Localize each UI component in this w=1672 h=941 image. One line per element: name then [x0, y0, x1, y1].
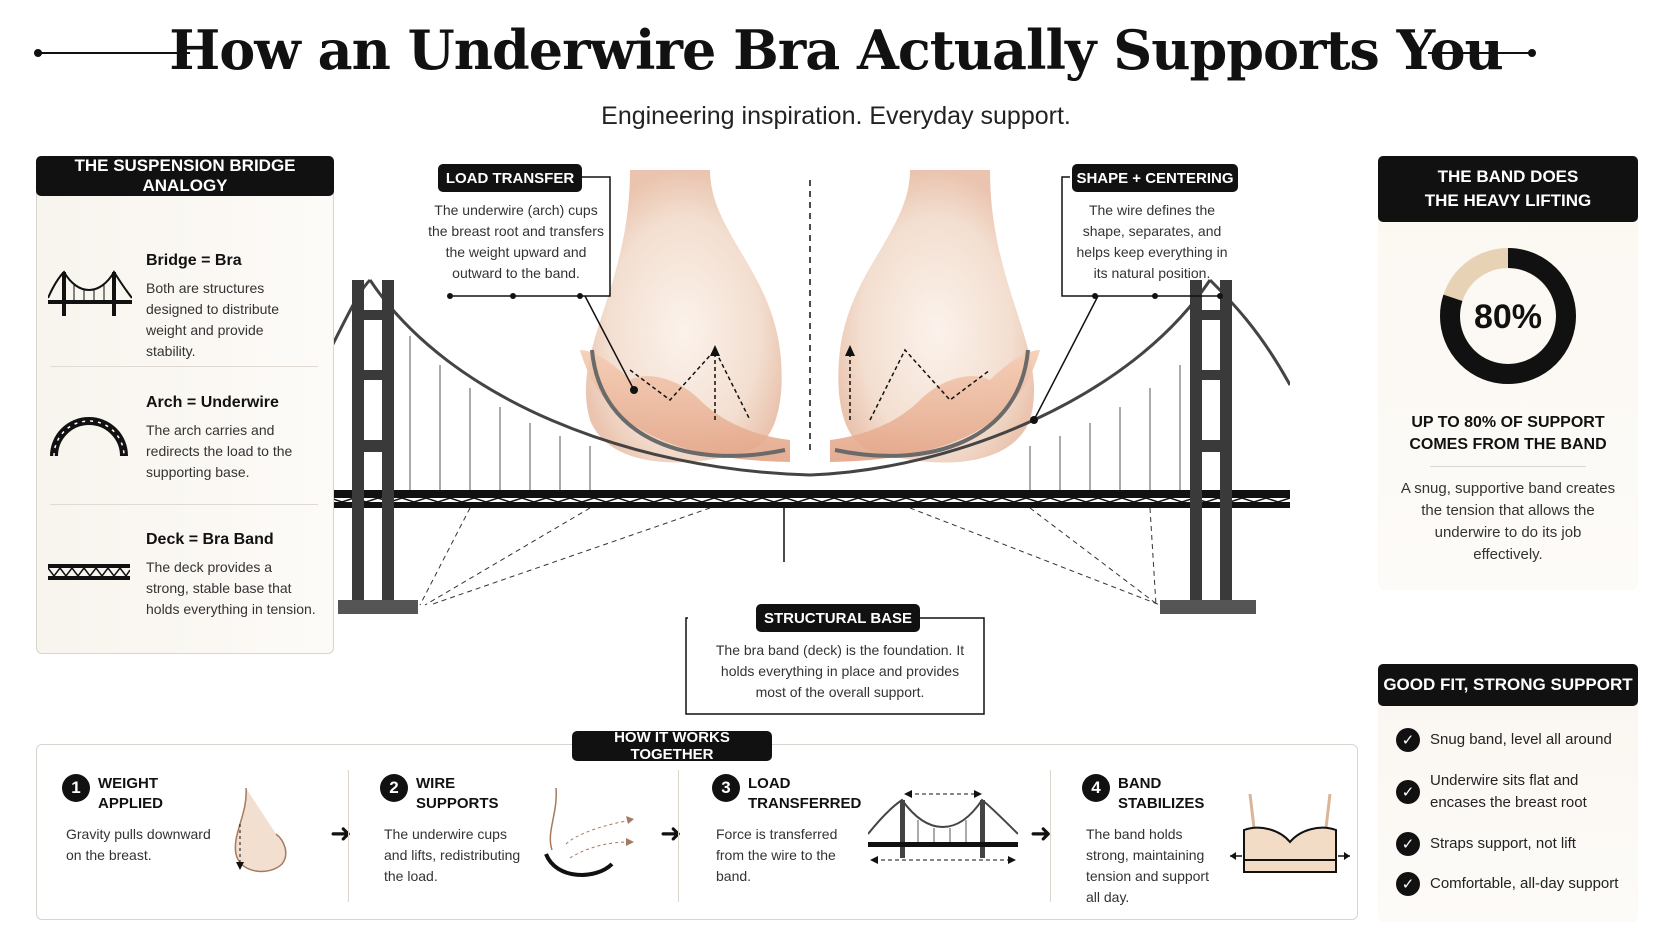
step-divider: [348, 770, 349, 902]
step-arrow-icon: ➜: [660, 818, 682, 848]
step-text: Gravity pulls downward on the breast.: [66, 826, 211, 863]
force-arrows: [629, 348, 991, 421]
load-transfer-text: The underwire (arch) cups the breast roo…: [428, 202, 604, 281]
deck-icon: [48, 564, 130, 580]
bridge-deck: [330, 490, 1290, 508]
fit-item-text: Underwire sits flat and encases the brea…: [1430, 772, 1587, 811]
title-rule-left: [38, 52, 190, 54]
hangers: [409, 336, 1181, 490]
fit-item-text: Comfortable, all-day support: [1430, 875, 1619, 892]
step-text: The underwire cups and lifts, redistribu…: [384, 826, 521, 884]
band-heading: THE BAND DOES THE HEAVY LIFTING: [1378, 156, 1638, 222]
underwire-left: [590, 349, 786, 458]
fit-panel: [1378, 664, 1638, 922]
fit-item-text: Snug band, level all around: [1430, 731, 1612, 748]
up-arrowhead-right: [845, 345, 855, 356]
fit-item: ✓ Straps support, not lift: [1396, 832, 1632, 856]
step-number: 2: [380, 774, 408, 802]
hand-right: [830, 350, 1040, 462]
analogy-item-text: The deck provides a strong, stable base …: [146, 559, 316, 617]
up-arrowhead-left: [710, 345, 720, 356]
analogy-divider: [50, 366, 318, 367]
load-transfer-label: LOAD TRANSFER: [438, 164, 582, 192]
step-title-line: WIRE: [416, 775, 456, 792]
structural-base-text: The bra band (deck) is the foundation. I…: [715, 642, 965, 700]
band-support-label: UP TO 80% OF SUPPORT COMES FROM THE BAND: [1378, 412, 1638, 456]
fit-heading: GOOD FIT, STRONG SUPPORT: [1378, 664, 1638, 706]
step-title-line: SUPPORTS: [416, 795, 499, 812]
side-cable-right: [1208, 278, 1290, 386]
step-arrow-icon: ➜: [330, 818, 352, 848]
step-title: BAND STABILIZES: [1118, 774, 1204, 814]
step-number: 1: [62, 774, 90, 802]
tower-left: [338, 280, 418, 614]
fit-item-text: Straps support, not lift: [1430, 835, 1576, 852]
band-donut: 80%: [1440, 248, 1576, 384]
breast-weight-icon: [234, 787, 287, 873]
step-text: Force is transferred from the wire to th…: [716, 826, 838, 884]
step-text: The band holds strong, maintaining tensi…: [1086, 826, 1209, 905]
step-number: 4: [1082, 774, 1110, 802]
hand-left: [580, 350, 790, 462]
band-text: A snug, supportive band creates the tens…: [1400, 480, 1616, 563]
band-label-line1: UP TO 80% OF SUPPORT: [1411, 414, 1605, 431]
fit-item: ✓ Snug band, level all around: [1396, 728, 1632, 752]
band-heading-line1: THE BAND DOES: [1437, 167, 1579, 186]
fit-item: ✓ Comfortable, all-day support: [1396, 872, 1632, 896]
analogy-heading: THE SUSPENSION BRIDGE ANALOGY: [36, 156, 334, 196]
shape-centering-text: The wire defines the shape, separates, a…: [1076, 202, 1228, 281]
bridge-transfer-icon: [868, 790, 1018, 864]
band-heading-line2: THE HEAVY LIFTING: [1424, 191, 1592, 210]
analogy-item-text: Both are structures designed to distribu…: [146, 280, 280, 359]
arch-icon: [50, 417, 128, 457]
analogy-item-text: The arch carries and redirects the load …: [146, 422, 293, 480]
analogy-divider: [50, 504, 318, 505]
analogy-item-title: Bridge = Bra: [146, 252, 242, 269]
step-title-line: LOAD: [748, 775, 791, 792]
shape-centering-label: SHAPE + CENTERING: [1072, 164, 1238, 192]
donut-fill: [1440, 248, 1576, 384]
step-divider: [1050, 770, 1051, 902]
bra-band-icon: [1230, 793, 1350, 873]
check-icon: ✓: [1396, 728, 1420, 752]
step-title-line: TRANSFERRED: [748, 795, 862, 812]
step-title-line: WEIGHT: [98, 775, 158, 792]
page-subtitle: Engineering inspiration. Everyday suppor…: [601, 102, 1071, 130]
anchor-lines: [419, 507, 1161, 606]
step-title-line: BAND: [1118, 775, 1162, 792]
title-dot-right: [1528, 49, 1536, 57]
bridge-icon: [48, 270, 132, 316]
title-rule-right: [1428, 52, 1532, 54]
main-cable-left: [368, 279, 811, 477]
analogy-item-title: Deck = Bra Band: [146, 531, 274, 548]
page-title: How an Underwire Bra Actually Supports Y…: [169, 18, 1503, 82]
title-dot-left: [34, 49, 42, 57]
step-number: 3: [712, 774, 740, 802]
check-icon: ✓: [1396, 872, 1420, 896]
step-divider: [678, 770, 679, 902]
step-title-line: STABILIZES: [1118, 795, 1205, 812]
step-title: WIRE SUPPORTS: [416, 774, 499, 814]
step-title: LOAD TRANSFERRED: [748, 774, 861, 814]
structural-base-label: STRUCTURAL BASE: [756, 604, 920, 632]
donut-percent: 80%: [1474, 298, 1542, 336]
check-icon: ✓: [1396, 832, 1420, 856]
band-divider: [1430, 466, 1586, 467]
check-icon: ✓: [1396, 780, 1420, 804]
steps-heading: HOW IT WORKS TOGETHER: [572, 729, 772, 763]
fit-item: ✓ Underwire sits flat and encases the br…: [1396, 770, 1632, 814]
underwire-right: [834, 349, 1030, 458]
band-label-line2: COMES FROM THE BAND: [1409, 436, 1607, 453]
step-title-line: APPLIED: [98, 795, 164, 812]
tower-right: [1160, 280, 1256, 614]
wire-support-icon: [544, 787, 634, 877]
step-arrow-icon: ➜: [1030, 818, 1052, 848]
step-title: WEIGHT APPLIED: [98, 774, 163, 814]
analogy-item-title: Arch = Underwire: [146, 394, 279, 411]
